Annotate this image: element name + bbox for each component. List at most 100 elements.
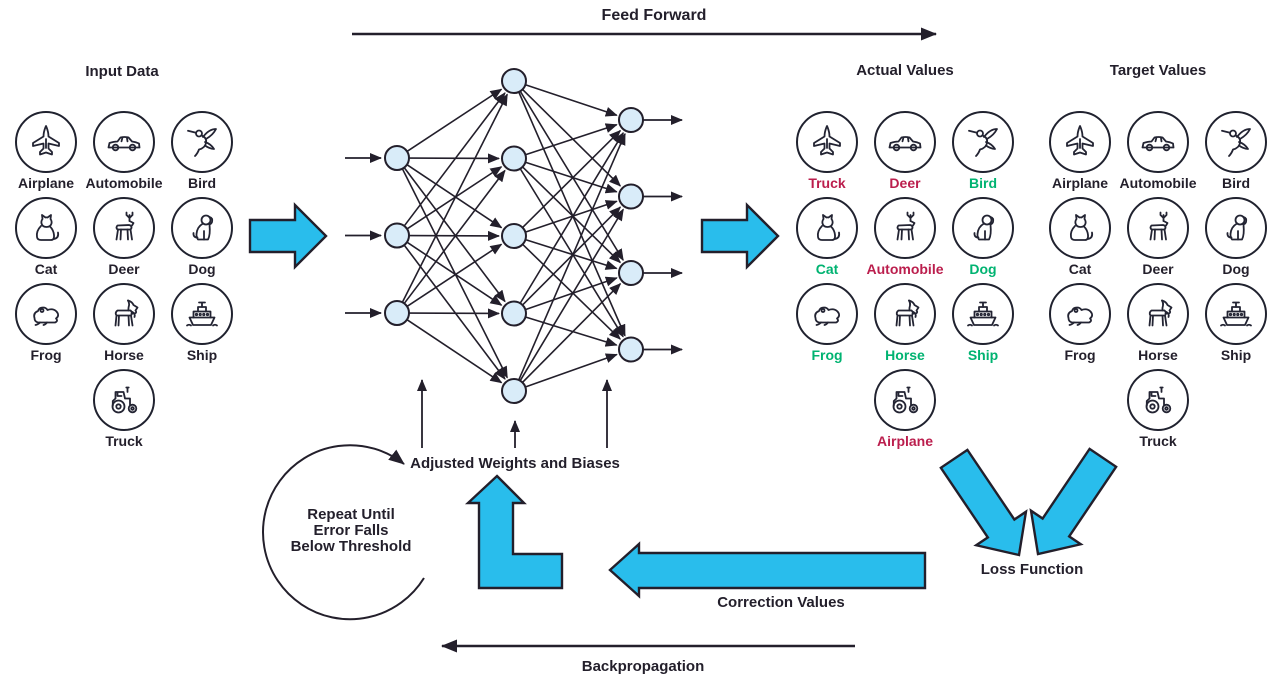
truck-icon	[104, 380, 144, 420]
dog-icon	[963, 208, 1003, 248]
neural-network	[345, 68, 683, 404]
network-edge	[522, 243, 621, 340]
feed-forward-label: Feed Forward	[601, 7, 707, 24]
actual-values-title: Actual Values	[856, 62, 954, 79]
repeat-line-1: Repeat Until	[307, 506, 395, 523]
truck-icon	[1138, 380, 1178, 420]
correction-values-arrow	[608, 541, 927, 599]
bird-class-circle	[1205, 111, 1267, 173]
class-label: Frog	[30, 347, 62, 363]
class-label: Deer	[108, 261, 140, 277]
horse-class-circle	[1127, 283, 1189, 345]
network-edge	[406, 243, 503, 308]
bird-icon	[963, 122, 1003, 162]
class-label: Horse	[1138, 347, 1178, 363]
network-edge	[525, 200, 618, 233]
network-node	[501, 223, 527, 249]
truck-icon	[885, 380, 925, 420]
class-label: Ship	[1220, 347, 1252, 363]
class-label: Dog	[1222, 261, 1250, 277]
class-label: Automobile	[1119, 175, 1197, 191]
network-node	[618, 336, 644, 363]
bird-class-circle	[952, 111, 1014, 173]
input-data-title: Input Data	[85, 63, 159, 80]
network-node	[618, 183, 644, 210]
network-edge	[525, 84, 618, 117]
frog-class-circle	[796, 283, 858, 345]
network-edge	[519, 208, 624, 382]
bird-class-circle	[171, 111, 233, 173]
airplane-icon	[26, 122, 66, 162]
network-edge	[525, 353, 618, 388]
dog-class-circle	[952, 197, 1014, 259]
class-label: Dog	[188, 261, 216, 277]
network-to-output-arrow	[700, 202, 780, 270]
class-label: Airplane	[17, 175, 75, 191]
class-label: Frog	[1064, 347, 1096, 363]
network-edge	[521, 88, 622, 187]
network-edge	[406, 318, 503, 384]
cat-icon	[807, 208, 847, 248]
cat-class-circle	[1049, 197, 1111, 259]
network-edge	[518, 132, 626, 381]
class-label: Truck	[1139, 433, 1177, 449]
truck-class-circle	[874, 369, 936, 431]
network-edge	[521, 129, 622, 229]
repeat-line-3: Below Threshold	[290, 538, 412, 555]
airplane-icon	[1060, 122, 1100, 162]
network-node	[501, 300, 527, 327]
frog-icon	[26, 294, 66, 334]
horse-class-circle	[874, 283, 936, 345]
horse-icon	[1138, 294, 1178, 334]
dog-icon	[182, 208, 222, 248]
cat-class-circle	[15, 197, 77, 259]
automobile-icon	[1138, 122, 1178, 162]
network-node	[501, 68, 527, 94]
network-edge	[406, 241, 503, 306]
class-label: Cat	[815, 261, 839, 277]
network-edge	[401, 93, 508, 303]
network-edge	[403, 167, 506, 303]
network-edge	[403, 169, 506, 304]
airplane-class-circle	[15, 111, 77, 173]
horse-icon	[885, 294, 925, 334]
network-node	[501, 145, 527, 172]
frog-class-circle	[15, 283, 77, 345]
network-edge	[521, 282, 622, 384]
network-edge	[403, 244, 506, 380]
network-edge	[406, 88, 503, 153]
dog-class-circle	[171, 197, 233, 259]
bird-icon	[1216, 122, 1256, 162]
network-node	[618, 260, 644, 286]
network-node	[501, 378, 527, 404]
network-edge	[403, 92, 506, 227]
ship-class-circle	[1205, 283, 1267, 345]
ship-icon	[963, 294, 1003, 334]
network-edge	[519, 168, 624, 338]
deer-class-circle	[874, 197, 936, 259]
automobile-icon	[104, 122, 144, 162]
class-label: Ship	[967, 347, 999, 363]
class-label: Horse	[885, 347, 925, 363]
horse-icon	[104, 294, 144, 334]
class-label: Automobile	[866, 261, 944, 277]
dog-icon	[1216, 208, 1256, 248]
deer-icon	[885, 208, 925, 248]
automobile-class-circle	[1127, 111, 1189, 173]
truck-class-circle	[93, 369, 155, 431]
adjusted-weights-label: Adjusted Weights and Biases	[410, 455, 620, 472]
network-edge	[518, 91, 626, 337]
ship-icon	[1216, 294, 1256, 334]
automobile-class-circle	[93, 111, 155, 173]
ship-icon	[182, 294, 222, 334]
class-label: Horse	[104, 347, 144, 363]
actual-to-loss-arrow	[939, 448, 1028, 557]
frog-icon	[807, 294, 847, 334]
network-edge	[525, 276, 618, 311]
class-label: Bird	[1222, 175, 1250, 191]
horse-class-circle	[93, 283, 155, 345]
network-edge	[519, 131, 624, 304]
network-edge	[525, 123, 618, 156]
